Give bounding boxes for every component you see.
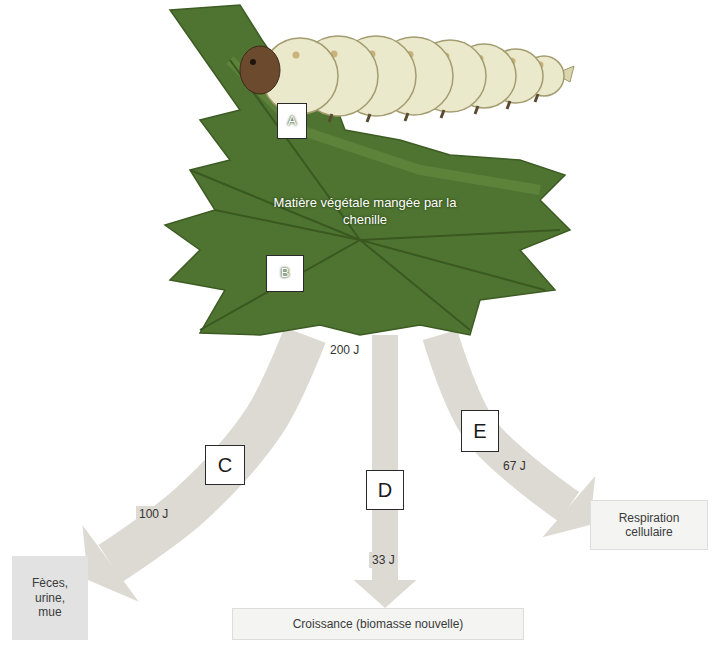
letter-label: E [473, 421, 486, 441]
arrow-body [440, 335, 569, 507]
node-text: Respiration cellulaire [607, 511, 691, 540]
letter-label: D [378, 480, 392, 500]
arrow-head [82, 525, 138, 602]
letter-label: A [288, 113, 297, 130]
arrow-head [354, 580, 417, 608]
leaf-illustration [160, 0, 575, 335]
letter-box: C [205, 445, 245, 485]
energy-value: 33 J [369, 552, 398, 568]
letter-label: C [218, 455, 232, 475]
output-box: Fèces, urine, mue [12, 556, 88, 640]
energy-flow-arrow [354, 335, 417, 608]
energy-flow-arrow [440, 335, 595, 537]
node-text: Fèces, urine, mue [28, 576, 72, 619]
energy-flow-arrow [82, 335, 305, 602]
leaf-shape: Matière végétale mangée par la chenille A… [160, 0, 575, 335]
letter-box: B [266, 255, 304, 292]
arrow-body [372, 335, 398, 580]
arrow-head [542, 476, 595, 537]
letter-box: A [277, 103, 307, 139]
energy-value: 100 J [136, 506, 171, 522]
letter-label: B [281, 265, 290, 282]
letter-box: E [461, 410, 499, 452]
energy-value: 200 J [327, 342, 362, 358]
node-text: Matière végétale mangée par la chenille [260, 195, 470, 229]
energy-value: 67 J [500, 458, 529, 474]
output-box: Croissance (biomasse nouvelle) [232, 608, 524, 640]
letter-box: D [366, 470, 404, 510]
node-text: Croissance (biomasse nouvelle) [293, 617, 464, 631]
output-box: Respiration cellulaire [590, 500, 708, 550]
arrow-body [111, 335, 305, 563]
